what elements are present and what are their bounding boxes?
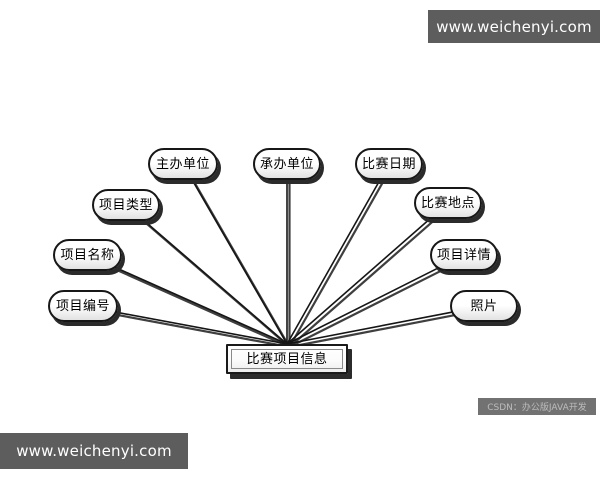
watermark-bottom-left: www.weichenyi.com: [0, 433, 188, 469]
attribute-node-xiangmu-mingcheng[interactable]: 项目名称: [53, 239, 122, 271]
edge-bisai-didian-to-center: [286, 216, 436, 348]
attribute-node-xiangmu-xiangqing[interactable]: 项目详情: [430, 239, 498, 271]
attribute-node-label: 照片: [470, 298, 498, 314]
edge-xiangmu-mingcheng-to-center: [112, 265, 290, 349]
attribute-node-label: 项目名称: [60, 247, 115, 263]
edge-xiangmu-bianhao-to-center: [115, 311, 290, 349]
entity-node-label: 比赛项目信息: [246, 351, 328, 367]
attribute-node-xiangmu-bianhao[interactable]: 项目编号: [48, 290, 118, 322]
attribute-node-label: 比赛日期: [361, 156, 416, 172]
edge-xiangmu-xiangqing-to-center: [286, 265, 444, 348]
attribute-node-label: 项目详情: [436, 247, 491, 263]
attribute-node-label: 主办单位: [155, 156, 210, 172]
attribute-node-zhuban-danwei[interactable]: 主办单位: [148, 148, 218, 180]
attribute-node-label: 项目类型: [98, 197, 153, 213]
attribute-node-label: 比赛地点: [420, 195, 475, 211]
attribute-node-label: 承办单位: [259, 156, 314, 172]
attribute-node-xiangmu-leixing[interactable]: 项目类型: [92, 189, 160, 221]
attribute-node-chengban-danwei[interactable]: 承办单位: [253, 148, 321, 180]
attribute-node-zhaopian[interactable]: 照片: [450, 290, 518, 322]
watermark-csdn: CSDN：办公版JAVA开发: [478, 398, 596, 415]
attribute-node-bisai-riqi[interactable]: 比赛日期: [355, 148, 423, 180]
attribute-node-bisai-didian[interactable]: 比赛地点: [414, 187, 482, 219]
entity-node-competition-info[interactable]: 比赛项目信息: [226, 344, 348, 374]
attribute-node-label: 项目编号: [55, 298, 110, 314]
watermark-top-right: www.weichenyi.com: [428, 10, 600, 43]
edge-bisai-riqi-to-center: [286, 179, 384, 348]
edge-chengban-danwei-to-center: [286, 180, 291, 347]
edge-xiangmu-leixing-to-center: [141, 218, 291, 348]
edge-zhuban-danwei-to-center: [191, 179, 291, 348]
edge-zhaopian-to-center: [286, 311, 456, 349]
